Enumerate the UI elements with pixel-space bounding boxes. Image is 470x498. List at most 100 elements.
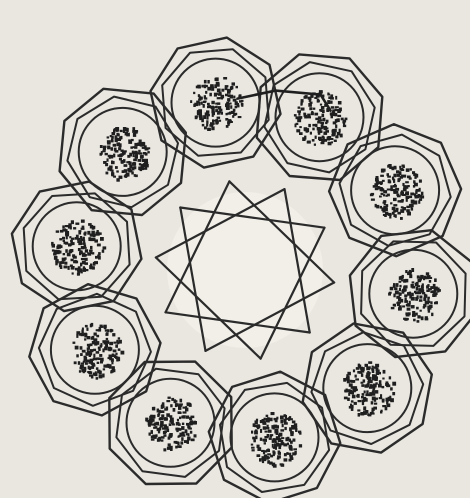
nucleus-dot (308, 103, 312, 107)
cell-inner-wall (33, 202, 121, 290)
nucleus-dot (355, 375, 357, 378)
nucleus-dot (81, 228, 85, 230)
nucleus-dot (68, 243, 71, 246)
nucleus-dot (185, 429, 188, 433)
nucleus-dot (298, 107, 301, 109)
nucleus-dot (211, 87, 214, 91)
nucleus-dot (80, 346, 83, 350)
nucleus-dot (417, 275, 420, 278)
nucleus-dot (414, 201, 417, 205)
nucleus-dot (383, 370, 386, 374)
nucleus-dot (415, 297, 418, 301)
nucleus-dot (102, 150, 105, 152)
nucleus-dot (373, 366, 377, 368)
nucleus-dot (289, 445, 291, 449)
nucleus-dot (109, 166, 113, 169)
nucleus-dot (183, 434, 185, 436)
nucleus-dot (145, 418, 148, 422)
nucleus-dot (227, 122, 229, 126)
nucleus-dot (402, 305, 405, 307)
nucleus-dot (124, 169, 128, 173)
nucleus-dot (96, 377, 99, 380)
nucleus-dot (375, 382, 377, 385)
nucleus-dot (84, 234, 87, 236)
nucleus-dot (289, 439, 291, 442)
nucleus-dot (375, 390, 379, 394)
nucleus-dot (401, 175, 403, 177)
nucleus-dot (361, 412, 363, 414)
nucleus-dot (102, 374, 104, 378)
nucleus-dot (280, 429, 284, 431)
nucleus-dot (381, 193, 383, 195)
nucleus-dot (63, 239, 65, 242)
nucleus-dot (299, 132, 303, 135)
nucleus-dot (405, 279, 409, 283)
nucleus-dot (92, 364, 96, 366)
nucleus-dot (87, 371, 91, 373)
nucleus-dot (92, 252, 95, 254)
nucleus-dot (85, 269, 89, 271)
nucleus-dot (409, 196, 412, 198)
nucleus-dot (306, 130, 309, 133)
nucleus-dot (344, 397, 348, 400)
nucleus-dot (297, 110, 301, 113)
nucleus-dot (382, 399, 385, 402)
nucleus-dot (423, 278, 425, 280)
nucleus-dot (309, 107, 312, 110)
nucleus-dot (75, 346, 78, 348)
nucleus-dot (283, 443, 287, 446)
nucleus-dot (387, 189, 391, 191)
nucleus-dot (321, 106, 325, 109)
nucleus-dot (59, 261, 62, 264)
nucleus-dot (430, 301, 432, 304)
nucleus-dot (343, 378, 346, 382)
cell-outer-wall (303, 324, 432, 453)
nucleus-dot (116, 178, 119, 182)
nucleus-dot (233, 96, 235, 99)
nucleus-dot (293, 439, 296, 442)
nucleus-dot (106, 172, 109, 175)
nucleus-dot (409, 270, 411, 273)
nucleus-dot (393, 179, 395, 183)
nucleus-dot (116, 170, 119, 172)
nucleus-dot (107, 136, 110, 138)
nucleus-dot (372, 385, 376, 389)
nucleus-dot (116, 340, 119, 343)
nucleus-dot (406, 196, 410, 199)
nucleus-dot (87, 344, 91, 347)
nucleus-dot (97, 255, 100, 259)
nucleus-dot (264, 455, 266, 458)
nucleus-dot (408, 185, 410, 187)
nucleus (51, 220, 106, 276)
nucleus-dot (178, 411, 181, 413)
nucleus-dot (411, 305, 414, 308)
nucleus-dot (111, 358, 114, 362)
nucleus-dot (102, 348, 104, 352)
nucleus-dot (80, 365, 84, 369)
nucleus-dot (202, 124, 205, 127)
nucleus-dot (201, 85, 204, 88)
nucleus-dot (99, 375, 103, 379)
nucleus-dot (308, 124, 311, 127)
nucleus-dot (225, 118, 228, 121)
nucleus-dot (259, 458, 262, 461)
nucleus-dot (380, 394, 382, 397)
nucleus-dot (73, 342, 76, 344)
nucleus-dot (301, 108, 305, 111)
nucleus-dot (171, 421, 174, 425)
nucleus-dot (63, 253, 66, 255)
nucleus-dot (91, 323, 94, 327)
nucleus-dot (92, 232, 95, 235)
nucleus-dot (293, 448, 297, 450)
nucleus-dot (214, 93, 217, 97)
nucleus-dot (166, 413, 170, 417)
nucleus-dot (137, 152, 140, 154)
nucleus-dot (365, 364, 369, 367)
nucleus-dot (338, 101, 342, 105)
nucleus-dot (365, 394, 369, 397)
nucleus-dot (148, 425, 151, 427)
nucleus-dot (421, 316, 424, 320)
nucleus-dot (413, 185, 415, 188)
